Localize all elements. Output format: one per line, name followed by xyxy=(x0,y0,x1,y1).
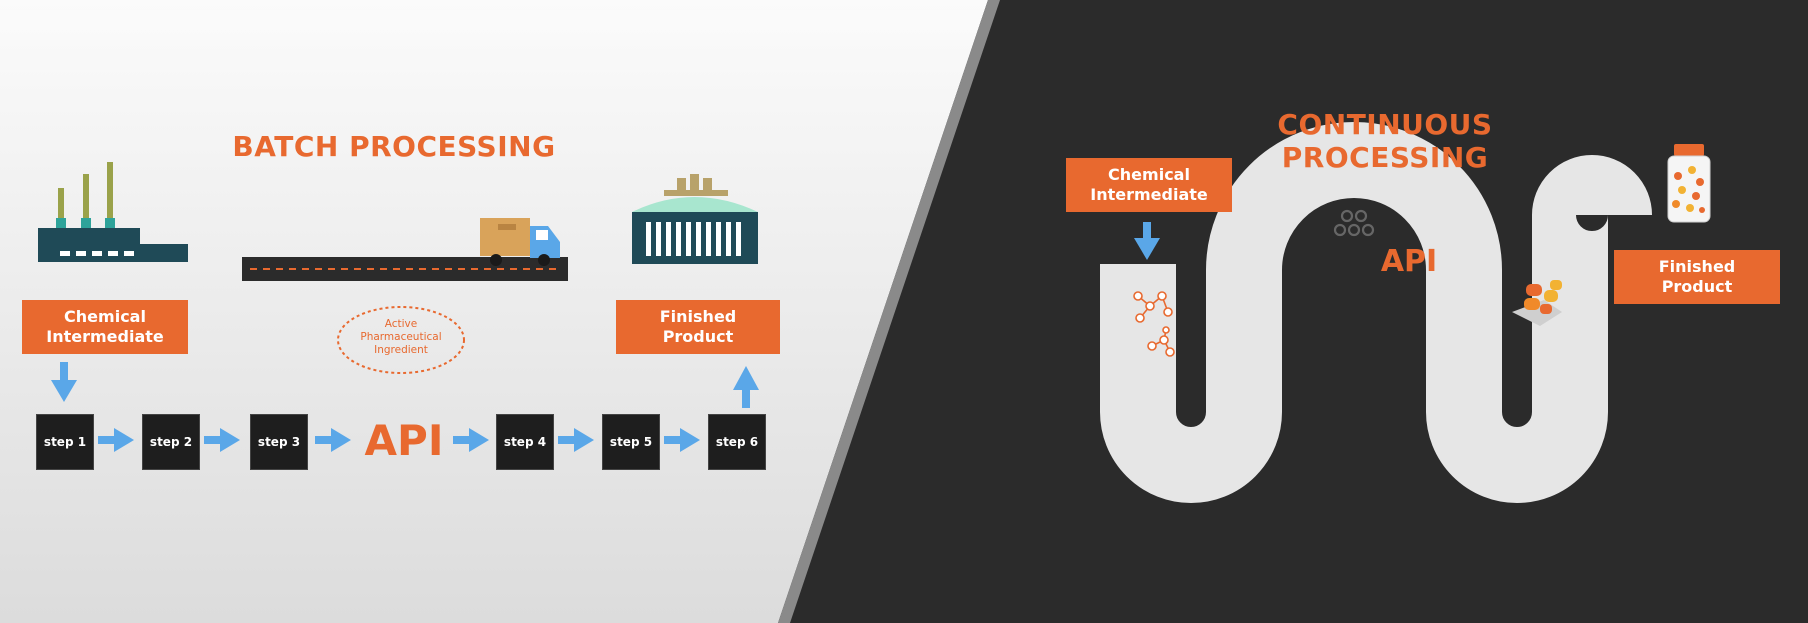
continuous-input-label: Chemical Intermediate xyxy=(1066,158,1232,212)
step-2: step 2 xyxy=(142,414,200,470)
arrow-right-icon xyxy=(98,428,134,452)
batch-title: BATCH PROCESSING xyxy=(232,130,556,163)
molecule-icon xyxy=(1133,291,1173,323)
batch-output-label: Finished Product xyxy=(616,300,780,354)
api-note: Active Pharmaceutical Ingredient xyxy=(360,318,442,356)
molecule-icon xyxy=(1147,326,1175,357)
api-note-ellipse xyxy=(337,306,465,374)
road xyxy=(242,257,568,281)
continuous-title: CONTINUOUS PROCESSING xyxy=(1277,108,1493,174)
arrow-down-icon xyxy=(51,362,77,402)
batch-arrows xyxy=(51,362,759,452)
continuous-api-label: API xyxy=(1380,244,1438,279)
arrow-right-icon xyxy=(664,428,700,452)
step-4: step 4 xyxy=(496,414,554,470)
arrow-right-icon xyxy=(204,428,240,452)
step-6: step 6 xyxy=(708,414,766,470)
batch-api-label: API xyxy=(364,416,444,465)
truck-icon xyxy=(480,218,560,266)
step-3: step 3 xyxy=(250,414,308,470)
continuous-pipe xyxy=(1100,122,1652,503)
arrow-right-icon xyxy=(453,428,489,452)
pills-icon xyxy=(1512,280,1562,326)
step-5: step 5 xyxy=(602,414,660,470)
continuous-output-label: Finished Product xyxy=(1614,250,1780,304)
panel-divider xyxy=(778,0,1000,623)
pill-bottle-icon xyxy=(1667,144,1711,223)
batch-input-label: Chemical Intermediate xyxy=(22,300,188,354)
warehouse-icon xyxy=(632,174,758,264)
factory-icon xyxy=(38,162,188,262)
arrow-up-icon xyxy=(733,366,759,408)
arrow-right-icon xyxy=(315,428,351,452)
arrow-right-icon xyxy=(558,428,594,452)
step-1: step 1 xyxy=(36,414,94,470)
api-rings-icon xyxy=(1333,209,1375,237)
arrow-down-icon xyxy=(1134,222,1160,260)
